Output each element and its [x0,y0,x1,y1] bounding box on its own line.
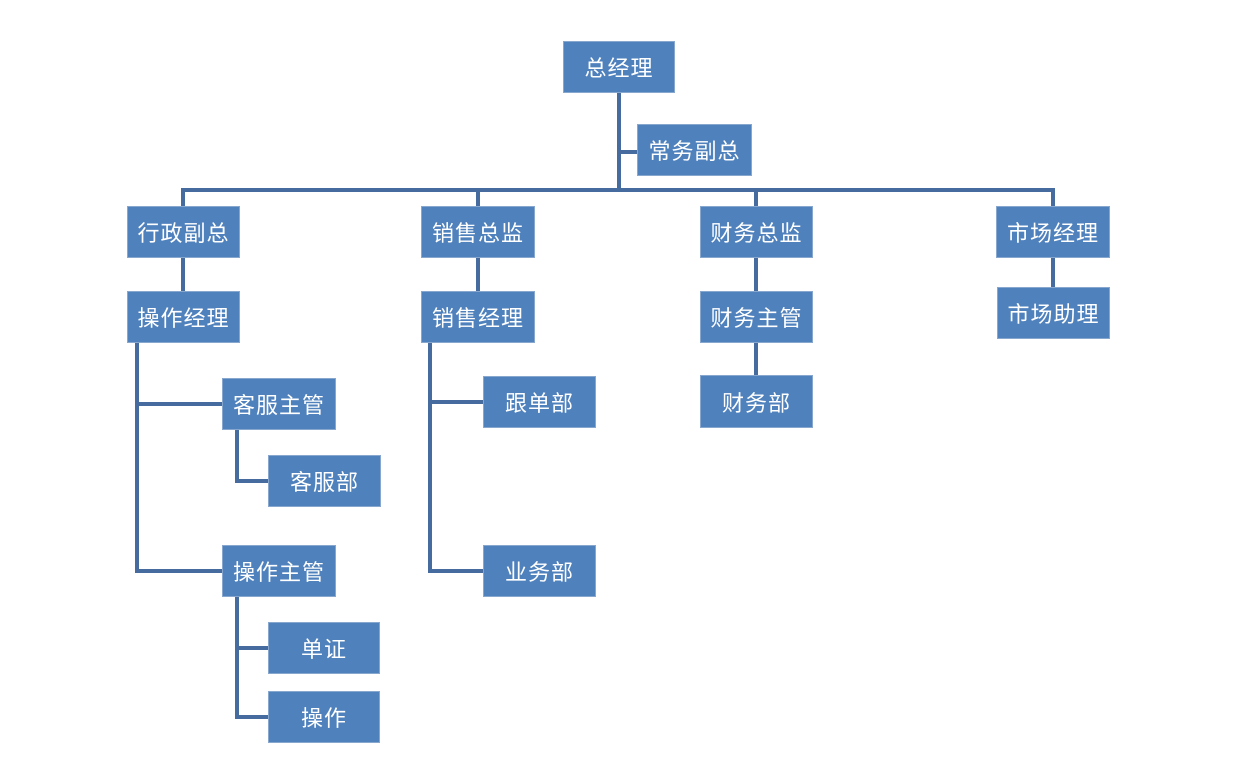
connector-main-horizontal [181,188,1055,192]
org-node-sales-manager[interactable]: 销售经理 [421,291,535,343]
connector-finance-supervisor-finance-dept [754,343,758,375]
connector-sales-director-sales-manager [476,258,480,291]
connector-marketing-manager-assistant [1051,258,1055,287]
connector-branch-operations [239,715,268,719]
connector-branch-customer-service-dept [239,479,268,483]
org-node-operations-supervisor[interactable]: 操作主管 [222,545,336,597]
org-node-admin-vp[interactable]: 行政副总 [127,206,240,258]
connector-drop-admin-vp [181,192,185,206]
org-node-operations-manager[interactable]: 操作经理 [127,291,240,343]
org-node-finance-director[interactable]: 财务总监 [700,206,813,258]
connector-operations-supervisor-hang-vertical [235,597,239,719]
org-node-business-dept[interactable]: 业务部 [483,545,596,597]
org-node-deputy-general-manager[interactable]: 常务副总 [637,124,752,176]
connector-gm-main-vertical [617,93,621,192]
org-node-general-manager[interactable]: 总经理 [563,41,675,93]
connector-branch-operations-supervisor [139,569,222,573]
org-node-sales-director[interactable]: 销售总监 [421,206,535,258]
org-node-documentation[interactable]: 单证 [268,622,380,674]
connector-drop-finance-director [754,192,758,206]
connector-customer-service-hang-vertical [235,430,239,483]
connector-branch-order-follow-up-dept [432,400,483,404]
org-node-finance-supervisor[interactable]: 财务主管 [700,291,813,343]
connector-branch-documentation [239,646,268,650]
connector-finance-director-finance-supervisor [754,258,758,291]
org-node-marketing-manager[interactable]: 市场经理 [996,206,1110,258]
connector-drop-sales-director [476,192,480,206]
org-node-order-follow-up-dept[interactable]: 跟单部 [483,376,596,428]
org-node-finance-dept[interactable]: 财务部 [700,375,813,428]
connector-sales-manager-hang-vertical [428,343,432,573]
connector-operations-manager-hang-vertical [135,343,139,573]
org-node-operations[interactable]: 操作 [268,691,380,743]
connector-deputy-gm-stub [621,150,637,154]
connector-branch-customer-service-supervisor [139,402,222,406]
connector-admin-vp-operations-manager [181,258,185,291]
connector-branch-business-dept [432,569,483,573]
org-node-customer-service-supervisor[interactable]: 客服主管 [222,378,336,430]
org-node-customer-service-dept[interactable]: 客服部 [268,455,381,507]
org-node-marketing-assistant[interactable]: 市场助理 [997,287,1110,339]
connector-drop-marketing-manager [1051,192,1055,206]
